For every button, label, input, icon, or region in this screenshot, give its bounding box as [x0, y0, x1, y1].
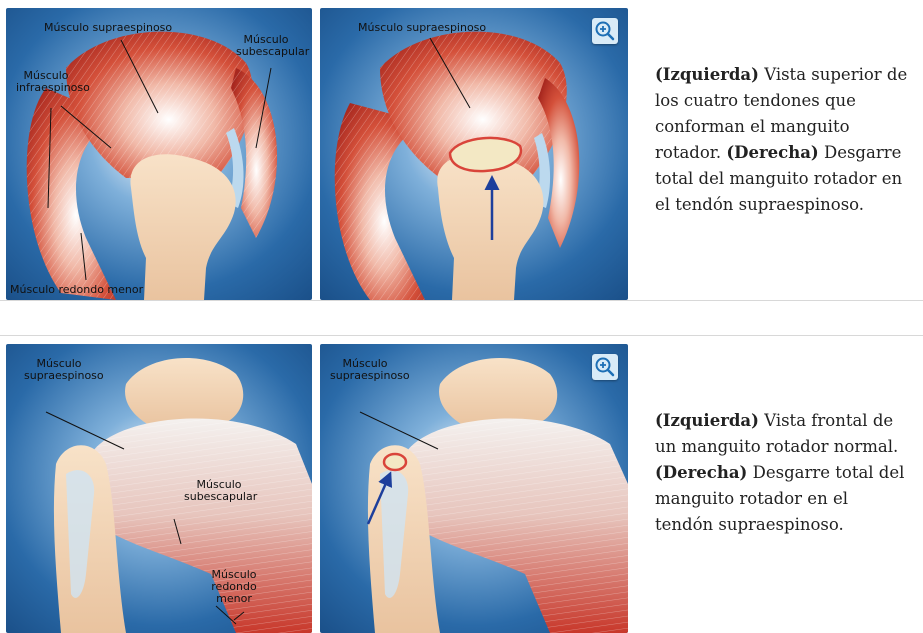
caption-front-view: (Izquierda) Vista frontal de un manguito…	[655, 408, 910, 538]
label-subescapular: Músculo subescapular	[184, 479, 254, 503]
figure-card-front-view: Músculo supraespinoso Músculo subescapul…	[0, 335, 923, 633]
illustration-top-view-normal: Músculo supraespinoso Músculo subescapul…	[6, 8, 312, 300]
zoom-button[interactable]	[592, 18, 618, 44]
zoom-button[interactable]	[592, 354, 618, 380]
label-supraespinoso: Músculo supraespinoso	[330, 358, 400, 382]
figure-card-top-view: Músculo supraespinoso Músculo subescapul…	[0, 0, 923, 301]
label-supraespinoso: Músculo supraespinoso	[358, 22, 486, 34]
label-redondo-menor: Músculo redondo menor	[10, 284, 143, 296]
zoom-in-icon	[592, 354, 618, 380]
illustration-front-view-normal: Músculo supraespinoso Músculo subescapul…	[6, 344, 312, 633]
label-supraespinoso: Músculo supraespinoso	[24, 358, 94, 382]
label-subescapular: Músculo subescapular	[236, 34, 296, 58]
caption-right-tag: (Derecha)	[726, 143, 818, 162]
label-supraespinoso: Músculo supraespinoso	[44, 22, 172, 34]
label-infraespinoso: Músculo infraespinoso	[16, 70, 76, 94]
caption-right-tag: (Derecha)	[655, 463, 747, 482]
label-redondo-menor: Músculo redondo menor	[194, 569, 274, 605]
zoom-in-icon	[592, 18, 618, 44]
caption-left-tag: (Izquierda)	[655, 65, 759, 84]
illustration-front-view-tear: Músculo supraespinoso	[320, 344, 628, 633]
caption-left-tag: (Izquierda)	[655, 411, 759, 430]
illustration-top-view-tear: Músculo supraespinoso	[320, 8, 628, 300]
caption-top-view: (Izquierda) Vista superior de los cuatro…	[655, 62, 910, 218]
